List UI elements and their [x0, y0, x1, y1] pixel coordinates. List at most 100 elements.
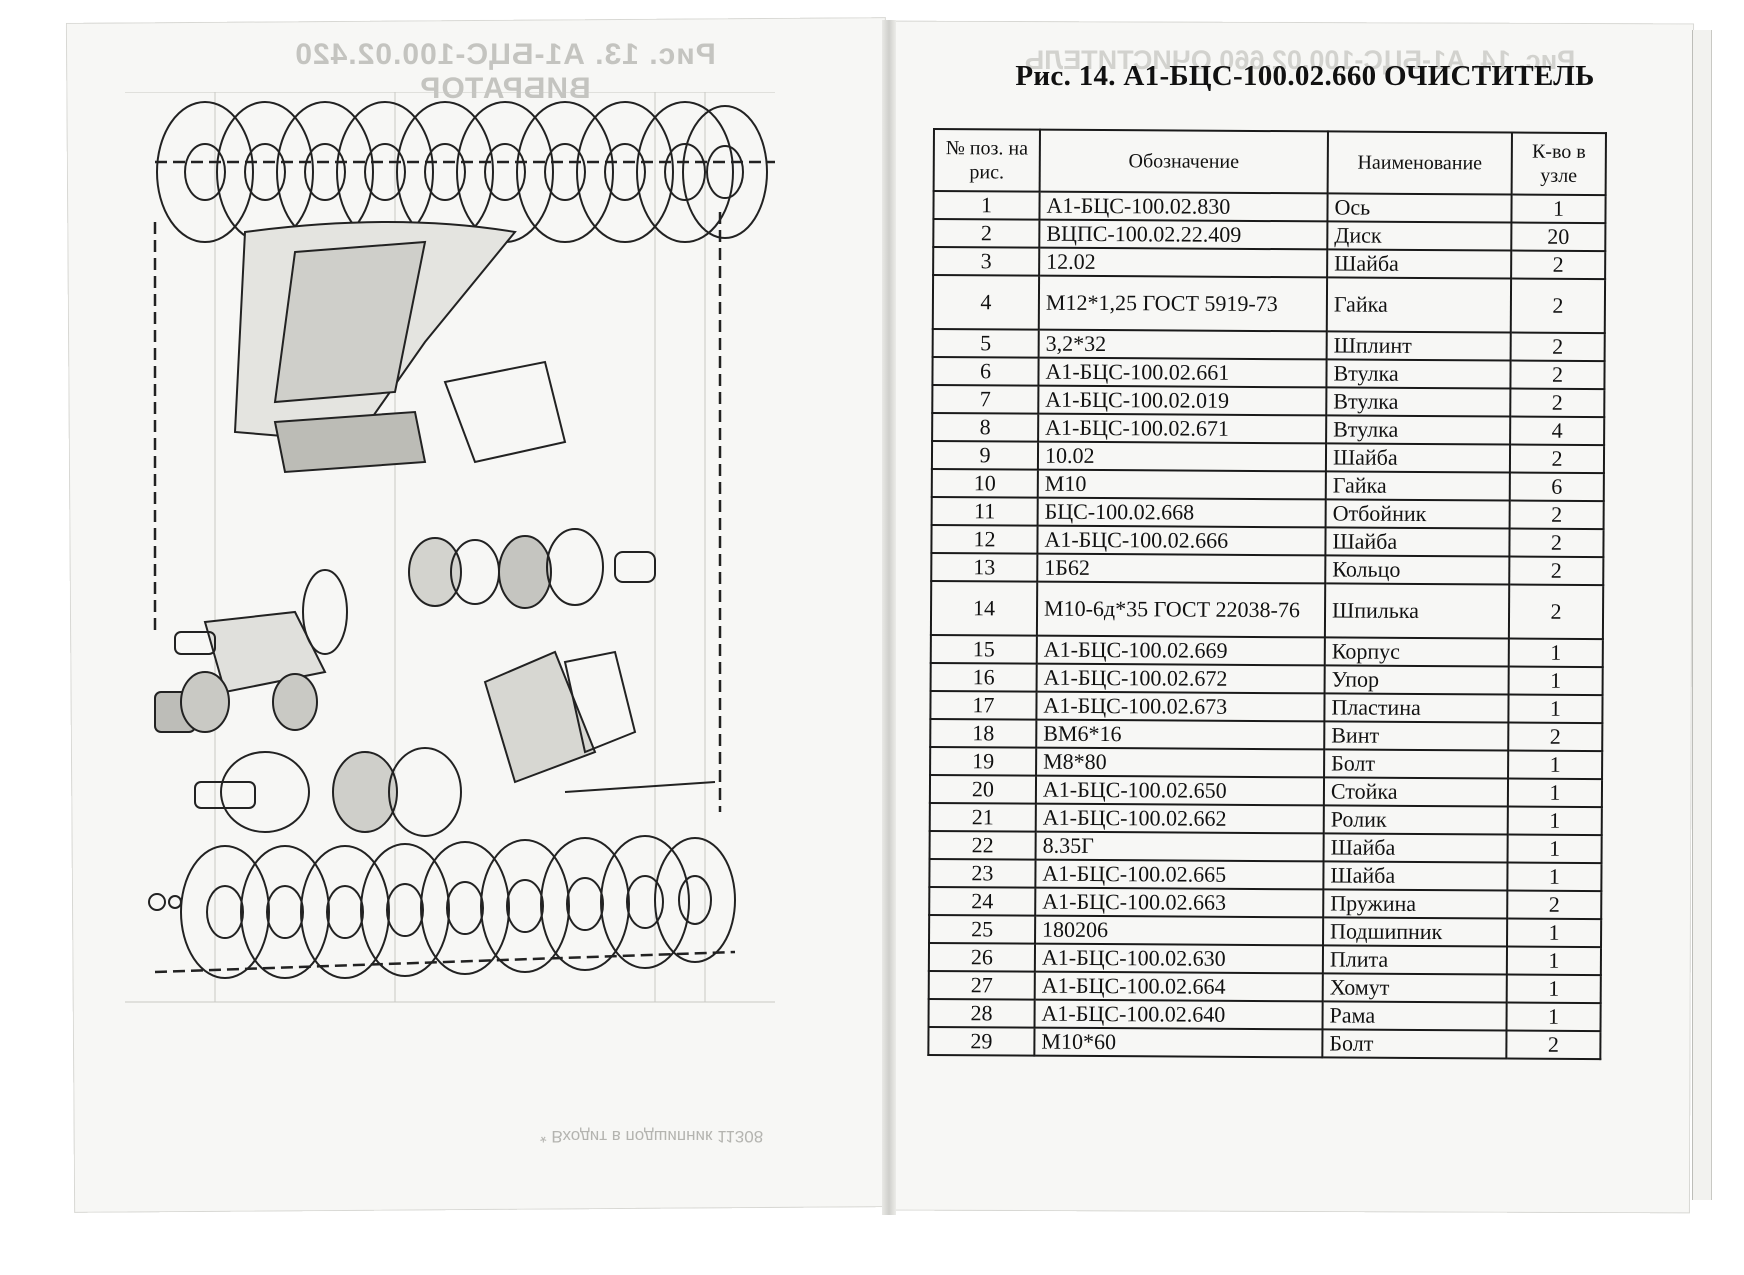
- cell-pos: 27: [928, 970, 1035, 1000]
- cell-code: 180206: [1035, 915, 1324, 946]
- cell-name: Втулка: [1326, 359, 1511, 389]
- cell-name: Болт: [1324, 749, 1509, 779]
- cell-pos: 5: [932, 329, 1039, 358]
- book-gutter: [882, 20, 896, 1215]
- cell-name: Шпилька: [1324, 583, 1510, 639]
- cell-pos: 22: [929, 830, 1036, 860]
- cell-name: Отбойник: [1325, 499, 1510, 529]
- cell-name: Шайба: [1325, 527, 1510, 557]
- cell-qty: 1: [1508, 638, 1603, 668]
- cell-code: А1-БЦС-100.02.672: [1036, 663, 1325, 694]
- cell-code: А1-БЦС-100.02.671: [1038, 413, 1327, 444]
- cell-code: 10.02: [1037, 441, 1327, 472]
- cell-code: А1-БЦС-100.02.640: [1034, 999, 1323, 1030]
- cell-qty: 2: [1509, 500, 1604, 530]
- cell-code: А1-БЦС-100.02.663: [1035, 887, 1324, 918]
- cell-name: Упор: [1324, 665, 1509, 695]
- bleed-through-footnote: * Входит в подшипник 11308: [540, 1127, 764, 1146]
- cell-qty: 1: [1506, 974, 1601, 1004]
- cell-pos: 25: [929, 914, 1036, 944]
- cell-name: Стойка: [1323, 777, 1509, 807]
- cell-qty: 1: [1508, 666, 1603, 696]
- cell-code: А1-БЦС-100.02.830: [1039, 191, 1328, 222]
- cell-pos: 20: [929, 774, 1037, 804]
- cell-pos: 2: [933, 219, 1040, 248]
- cell-name: Винт: [1324, 721, 1509, 751]
- cell-name: Шайба: [1325, 443, 1511, 473]
- cell-name: Втулка: [1326, 387, 1511, 417]
- cell-qty: 1: [1506, 946, 1602, 976]
- cell-qty: 2: [1509, 556, 1604, 586]
- cell-code: А1-БЦС-100.02.665: [1035, 859, 1324, 890]
- cell-name: Гайка: [1326, 277, 1512, 333]
- cell-pos: 9: [931, 441, 1039, 470]
- cell-pos: 4: [932, 275, 1040, 330]
- cell-qty: 2: [1510, 332, 1605, 362]
- cell-pos: 13: [931, 552, 1038, 582]
- cell-pos: 28: [928, 998, 1035, 1028]
- bottom-disc-stack: [180, 835, 736, 979]
- cell-code: ВЦПС-100.02.22.409: [1039, 219, 1328, 250]
- cell-qty: 2: [1508, 584, 1604, 640]
- cell-pos: 24: [929, 886, 1036, 916]
- cell-code: М8*80: [1036, 747, 1325, 778]
- cell-qty: 20: [1511, 222, 1606, 252]
- cell-name: Хомут: [1322, 973, 1507, 1003]
- cell-pos: 19: [930, 746, 1037, 776]
- cell-pos: 7: [932, 385, 1039, 414]
- cell-qty: 2: [1509, 528, 1604, 558]
- cell-pos: 1: [933, 191, 1040, 220]
- cell-name: Гайка: [1325, 471, 1510, 501]
- cell-name: Кольцо: [1325, 555, 1510, 585]
- cell-pos: 6: [932, 357, 1039, 386]
- cell-name: Ролик: [1323, 805, 1508, 835]
- parts-table: № поз. на рис. Обозначение Наименование …: [927, 128, 1607, 1060]
- cell-qty: 1: [1508, 694, 1603, 724]
- cell-qty: 1: [1506, 1002, 1601, 1032]
- header-name: Наименование: [1327, 131, 1512, 195]
- table-header-row: № поз. на рис. Обозначение Наименование …: [933, 129, 1606, 196]
- header-code: Обозначение: [1039, 129, 1328, 194]
- cell-name: Плита: [1322, 945, 1508, 975]
- cell-name: Ось: [1327, 193, 1512, 223]
- cell-pos: 10: [931, 468, 1038, 498]
- cell-name: Шайба: [1323, 861, 1508, 891]
- cell-qty: 1: [1511, 194, 1606, 224]
- cell-pos: 16: [930, 662, 1037, 692]
- cell-qty: 1: [1507, 806, 1602, 836]
- cell-qty: 2: [1506, 1030, 1601, 1060]
- cell-code: М12*1,25 ГОСТ 5919-73: [1038, 275, 1328, 332]
- cell-code: А1-БЦС-100.02.662: [1035, 803, 1324, 834]
- cell-qty: 1: [1507, 834, 1602, 864]
- cell-pos: 26: [928, 942, 1036, 972]
- cell-name: Шплинт: [1326, 331, 1511, 361]
- cell-pos: 21: [929, 802, 1036, 832]
- cell-qty: 2: [1510, 278, 1606, 334]
- cell-code: ВМ6*16: [1036, 719, 1325, 750]
- cell-code: 8.35Г: [1035, 831, 1324, 862]
